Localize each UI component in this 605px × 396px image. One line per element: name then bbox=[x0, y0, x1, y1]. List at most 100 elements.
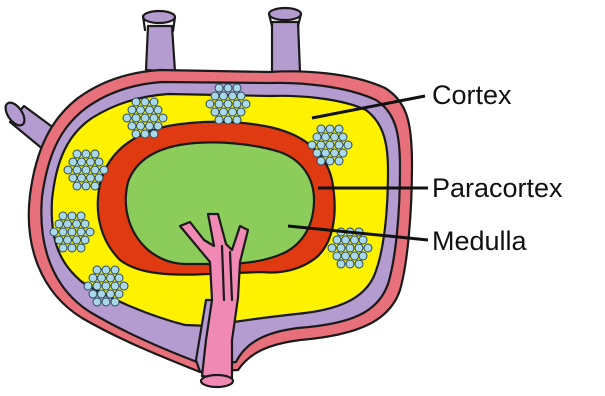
follicle-cell bbox=[59, 212, 67, 220]
follicle-cell bbox=[93, 298, 101, 306]
follicle-cell bbox=[82, 182, 90, 190]
follicle-cell bbox=[77, 212, 85, 220]
follicle-cell bbox=[137, 122, 145, 130]
follicle-cell bbox=[317, 125, 325, 133]
label-paracortex: Paracortex bbox=[432, 173, 563, 203]
follicle-cell bbox=[82, 166, 90, 174]
follicle-cell bbox=[55, 236, 63, 244]
follicle-cell bbox=[59, 244, 67, 252]
follicle-cell bbox=[355, 244, 363, 252]
follicle-cell bbox=[224, 84, 232, 92]
follicle-cell bbox=[73, 150, 81, 158]
follicle-cell bbox=[73, 220, 81, 228]
follicle-cell bbox=[220, 92, 228, 100]
follicle-cell bbox=[229, 108, 237, 116]
afferent-vessel-top-left bbox=[143, 11, 175, 72]
follicle-cell bbox=[335, 141, 343, 149]
follicle-cell bbox=[339, 133, 347, 141]
follicle-cell bbox=[95, 174, 103, 182]
afferent-vessel-top-right bbox=[269, 8, 301, 72]
follicle-cell bbox=[68, 244, 76, 252]
follicle-cell bbox=[335, 157, 343, 165]
follicle-cell bbox=[100, 166, 108, 174]
follicle-cell bbox=[326, 157, 334, 165]
follicle-cell bbox=[150, 98, 158, 106]
follicle-cell bbox=[317, 157, 325, 165]
follicle-cell bbox=[150, 114, 158, 122]
label-medulla: Medulla bbox=[432, 226, 528, 256]
follicle-cell bbox=[339, 149, 347, 157]
follicle-cell bbox=[215, 100, 223, 108]
follicle-cell bbox=[359, 252, 367, 260]
follicle-cell bbox=[111, 282, 119, 290]
follicle-cell bbox=[333, 236, 341, 244]
follicle-cell bbox=[81, 236, 89, 244]
follicle-cell bbox=[215, 116, 223, 124]
follicle-cell bbox=[93, 266, 101, 274]
follicle-cell bbox=[87, 174, 95, 182]
follicle-cell bbox=[73, 182, 81, 190]
follicle-cell bbox=[91, 182, 99, 190]
follicle-cell bbox=[64, 236, 72, 244]
follicle-cell bbox=[50, 228, 58, 236]
follicle-cell bbox=[98, 274, 106, 282]
follicle-cell bbox=[68, 212, 76, 220]
follicle-cell bbox=[313, 149, 321, 157]
label-cortex: Cortex bbox=[432, 80, 512, 110]
follicle-cell bbox=[313, 133, 321, 141]
follicle-cell bbox=[86, 228, 94, 236]
follicle-cell bbox=[102, 298, 110, 306]
follicle-cell bbox=[115, 274, 123, 282]
follicle-cell bbox=[73, 236, 81, 244]
follicle-cell bbox=[308, 141, 316, 149]
follicle-cell bbox=[107, 290, 115, 298]
follicle-cell bbox=[141, 114, 149, 122]
follicle-cell bbox=[237, 108, 245, 116]
follicle-cell bbox=[211, 108, 219, 116]
follicle-cell bbox=[78, 174, 86, 182]
follicle-cell bbox=[355, 260, 363, 268]
follicle-cell bbox=[224, 100, 232, 108]
follicle-cell bbox=[81, 220, 89, 228]
follicle-cell bbox=[146, 106, 154, 114]
follicle-cell bbox=[64, 220, 72, 228]
follicle-cell bbox=[77, 244, 85, 252]
follicle-cell bbox=[364, 244, 372, 252]
follicle-cell bbox=[115, 290, 123, 298]
follicle-cell bbox=[84, 282, 92, 290]
follicle-cell bbox=[317, 141, 325, 149]
follicle-cell bbox=[211, 92, 219, 100]
follicle-cell bbox=[206, 100, 214, 108]
follicle-cell bbox=[137, 106, 145, 114]
follicle-cell bbox=[132, 98, 140, 106]
follicle-cell bbox=[224, 116, 232, 124]
follicle-cell bbox=[359, 236, 367, 244]
follicle-cell bbox=[159, 114, 167, 122]
follicle-cell bbox=[132, 114, 140, 122]
follicle-cell bbox=[69, 174, 77, 182]
follicle-cell bbox=[89, 274, 97, 282]
follicle-cell bbox=[78, 158, 86, 166]
follicle-cell bbox=[89, 290, 97, 298]
follicle-cell bbox=[128, 122, 136, 130]
follicle-cell bbox=[120, 282, 128, 290]
follicle-cell bbox=[326, 141, 334, 149]
follicle-cell bbox=[102, 282, 110, 290]
follicle-cell bbox=[237, 92, 245, 100]
follicle-cell bbox=[123, 114, 131, 122]
follicle-cell bbox=[91, 166, 99, 174]
follicle-cell bbox=[82, 150, 90, 158]
follicle-cell bbox=[68, 228, 76, 236]
follicle-cell bbox=[93, 282, 101, 290]
follicle-cell bbox=[77, 228, 85, 236]
follicle-cell bbox=[351, 236, 359, 244]
follicle-cell bbox=[351, 252, 359, 260]
follicle-cell bbox=[102, 266, 110, 274]
follicle-cell bbox=[91, 150, 99, 158]
follicle-cell bbox=[128, 106, 136, 114]
follicle-cell bbox=[73, 166, 81, 174]
follicle-cell bbox=[141, 130, 149, 138]
follicle-cell bbox=[331, 133, 339, 141]
follicle-cell bbox=[344, 141, 352, 149]
